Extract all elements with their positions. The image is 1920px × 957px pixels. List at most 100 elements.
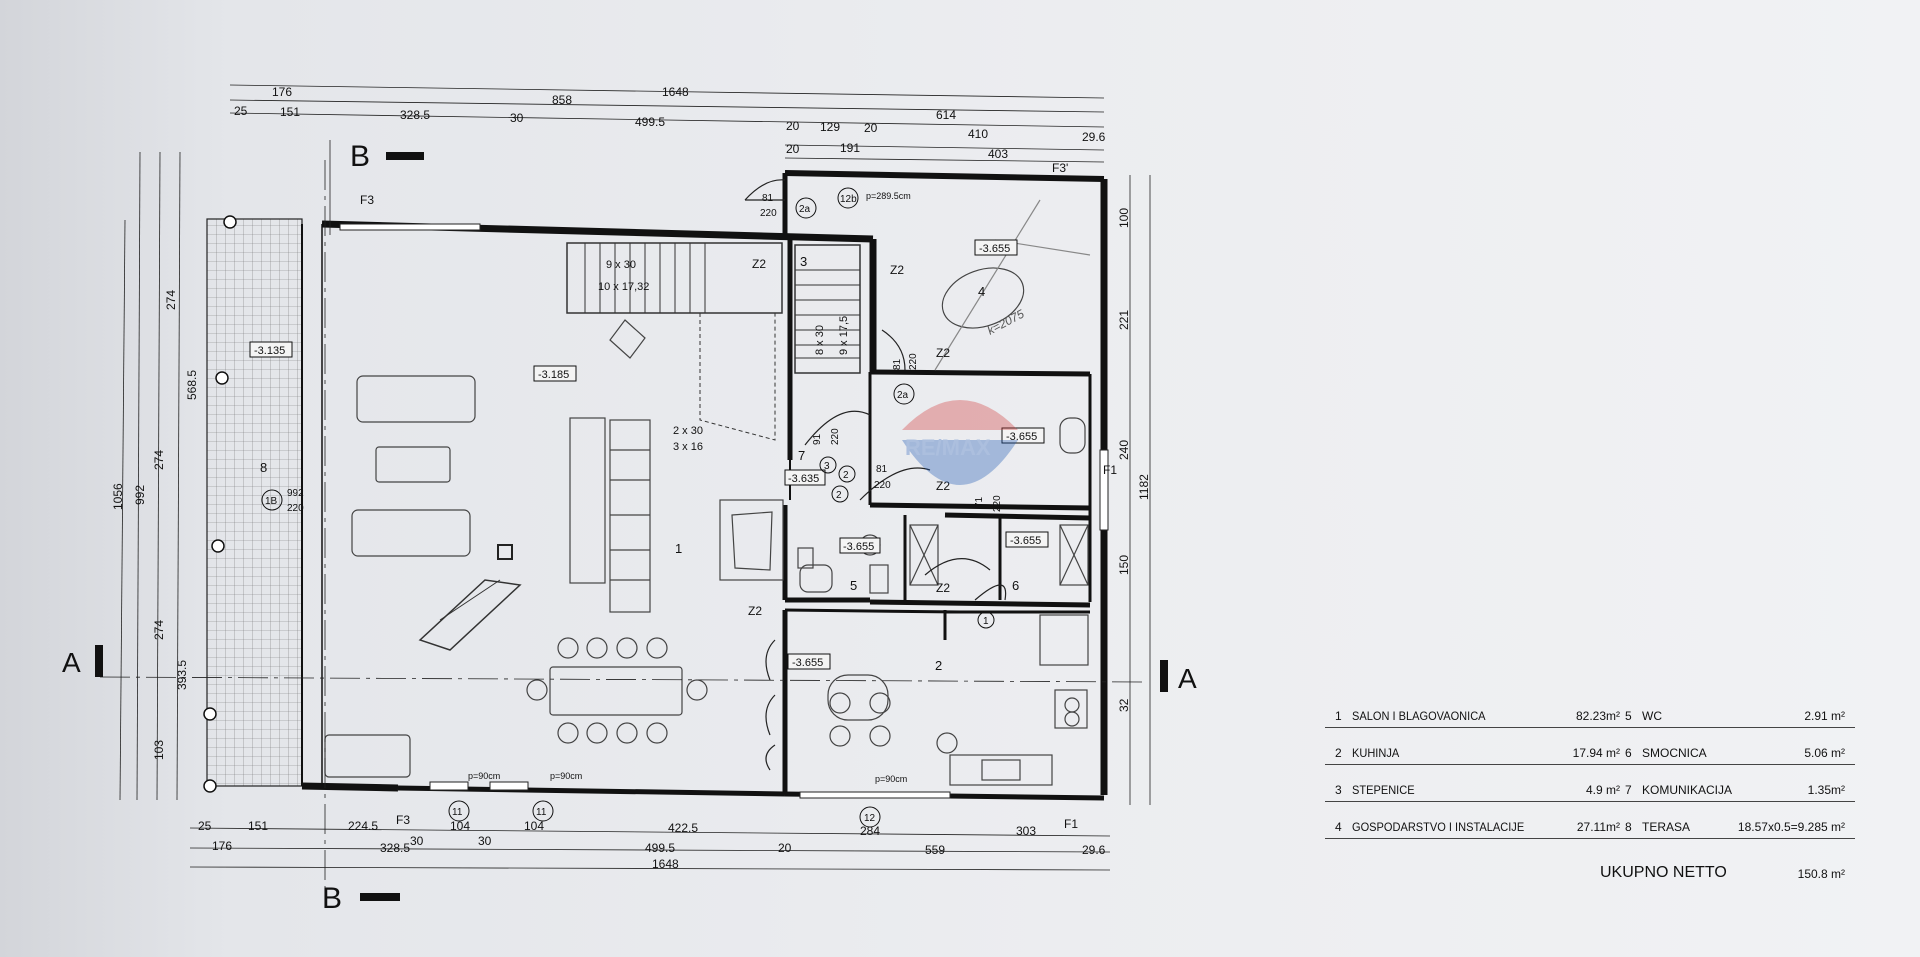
dim: 559 <box>925 843 945 857</box>
door-tag: Z2 <box>752 257 766 271</box>
dim: 1182 <box>1137 474 1151 500</box>
dim: 103 <box>152 740 166 760</box>
dim: 1056 <box>111 483 125 510</box>
door-tags: Z2 Z2 Z2 Z2 Z2 Z2 <box>748 257 950 618</box>
dim: 274 <box>152 620 166 640</box>
door-mark: 2 <box>836 490 842 501</box>
dim: 410 <box>968 127 988 141</box>
handwritten-note: k=2075 <box>985 306 1027 337</box>
facade-tag: F3 <box>396 813 410 827</box>
door-mark: 2 <box>843 470 849 481</box>
walls <box>301 170 1108 801</box>
total-label: UKUPNO NETTO <box>1600 864 1727 881</box>
stair-label: 2 x 30 <box>673 425 703 437</box>
dim: 30 <box>478 834 492 848</box>
door-size: 220 <box>830 428 841 445</box>
room-number: 7 <box>798 448 805 463</box>
legend-name: SALON I BLAGOVAONICA <box>1352 709 1486 723</box>
dim: 274 <box>164 290 178 310</box>
dim: 403 <box>988 147 1008 161</box>
legend-num: 5 <box>1625 709 1632 723</box>
dim: 224.5 <box>348 819 378 833</box>
door-mark: 1 <box>983 616 989 627</box>
dim: 274 <box>152 450 166 470</box>
section-b-top: B <box>350 140 370 173</box>
room-number: 4 <box>978 284 985 299</box>
legend-num: 4 <box>1335 820 1342 834</box>
terrace-tiles <box>206 218 303 787</box>
section-b-bottom: B <box>322 882 342 915</box>
sill-note: p=289.5cm <box>866 191 911 201</box>
door-size: 81 <box>762 193 774 204</box>
stair-label: 9 x 17,5 <box>838 316 850 355</box>
door-mark: 12 <box>864 813 876 824</box>
dim: 104 <box>524 819 544 833</box>
stair-label: 9 x 30 <box>606 259 636 271</box>
dim: 422.5 <box>668 821 698 835</box>
legend-num: 1 <box>1335 709 1342 723</box>
dim: 25 <box>198 819 212 833</box>
legend-num: 3 <box>1335 783 1342 797</box>
sill-note: p=90cm <box>468 771 500 781</box>
door-mark: 11 <box>452 807 463 818</box>
door-sizes: 81 220 91 220 81 220 81 220 71 220 992 2… <box>287 193 1003 514</box>
section-a-right: A <box>1178 663 1197 694</box>
level-salon: -3.185 <box>538 369 569 381</box>
sill-note: p=90cm <box>875 774 907 784</box>
remax-watermark: RE/MAX <box>902 400 1018 485</box>
left-dims: 1056 992 274 568.5 274 274 393.5 103 <box>111 290 199 760</box>
legend-area: 18.57x0.5=9.285 m² <box>1737 820 1845 834</box>
terrace-columns <box>203 215 237 793</box>
dim: 100 <box>1117 208 1131 228</box>
level-smocnica: -3.655 <box>1006 431 1037 443</box>
legend-row: 1 SALON I BLAGOVAONICA 82.23m² 5 WC 2.91… <box>1325 705 1855 728</box>
level-kitchen: -3.655 <box>792 657 823 669</box>
legend-name: KOMUNIKACIJA <box>1642 783 1733 797</box>
facade-tag: F1 <box>1064 817 1078 831</box>
door-size: 81 <box>876 464 888 475</box>
stair-labels: 9 x 30 10 x 17,32 8 x 30 9 x 17,5 2 x 30… <box>598 259 850 453</box>
dim: 104 <box>450 819 470 833</box>
stair-label: 10 x 17,32 <box>598 281 649 293</box>
legend-row: 2 KUHINJA 17.94 m² 6 SMOCNICA 5.06 m² <box>1325 742 1855 765</box>
door-size: 992 <box>287 488 304 499</box>
door-size: 220 <box>908 353 919 370</box>
legend-num: 7 <box>1625 783 1632 797</box>
legend-area: 27.11m² <box>1576 820 1620 834</box>
dim: 614 <box>936 108 956 122</box>
sill-notes: p=289.5cm p=90cm p=90cm p=90cm <box>468 191 911 784</box>
dim: 284 <box>860 824 880 838</box>
door-circles: 2a 12b 2a 3 2 2 1 11 11 12 1B <box>261 187 995 828</box>
level-wc: -3.655 <box>843 541 874 553</box>
door-tag: Z2 <box>936 479 950 493</box>
door-size: 220 <box>760 208 777 219</box>
section-a-left: A <box>62 647 81 678</box>
dim: 393.5 <box>175 660 189 690</box>
dim: 30 <box>410 834 424 848</box>
door-mark: 1B <box>265 496 278 507</box>
door-mark: 2a <box>897 390 909 401</box>
legend-area: 5.06 m² <box>1804 746 1845 760</box>
legend-row: 4 GOSPODARSTVO I INSTALACIJE 27.11m² 8 T… <box>1325 816 1855 839</box>
dim: 151 <box>248 819 268 833</box>
dim: 221 <box>1117 310 1131 330</box>
dim: 29.6 <box>1082 130 1106 144</box>
legend-num: 2 <box>1335 746 1342 760</box>
dim: 25 <box>234 104 248 118</box>
room-number: 5 <box>850 578 857 593</box>
level-gospodarstvo: -3.655 <box>979 243 1010 255</box>
door-tag: Z2 <box>890 263 904 277</box>
dim: 20 <box>864 121 878 135</box>
dim: 328.5 <box>380 841 410 855</box>
door-size: 81 <box>892 358 903 370</box>
facade-tag: F3 <box>360 193 374 207</box>
dim: 30 <box>510 111 524 125</box>
door-tag: Z2 <box>936 581 950 595</box>
right-dims: 100 221 240 150 32 1182 <box>1117 208 1151 712</box>
stair-label: 3 x 16 <box>673 441 703 453</box>
room-number: 2 <box>935 658 942 673</box>
dim: 129 <box>820 120 840 134</box>
dim: 29.6 <box>1082 843 1106 857</box>
door-size: 220 <box>287 503 304 514</box>
